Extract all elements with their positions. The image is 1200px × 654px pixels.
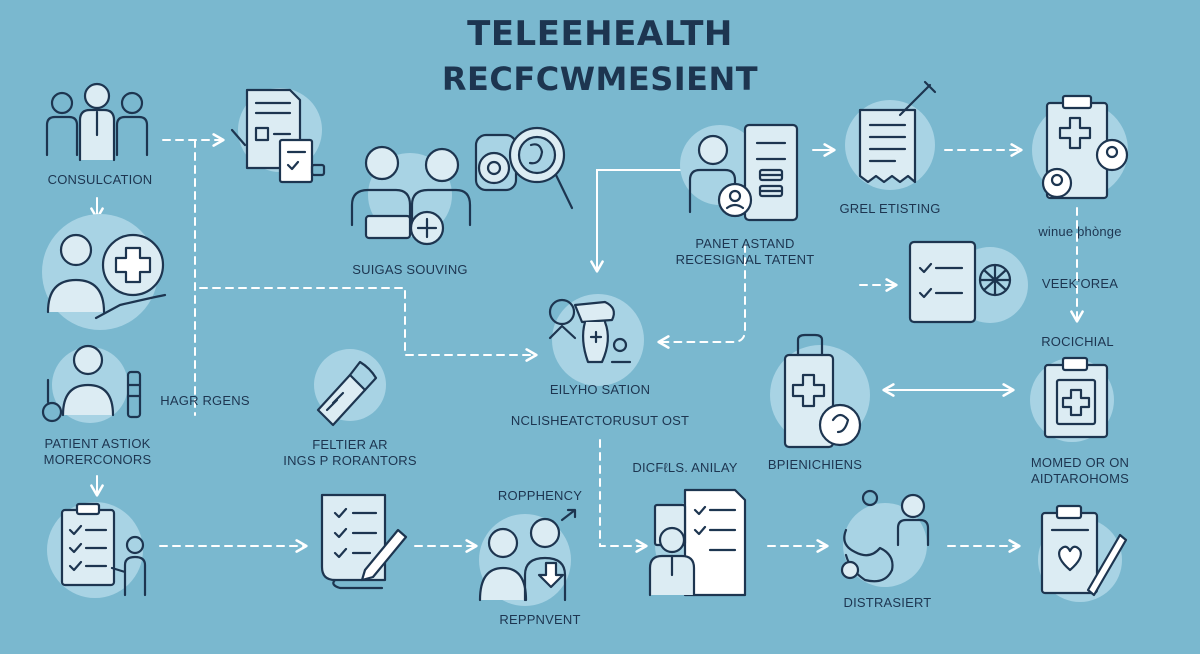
label-dicfels-anilay: DICFℓLS. ANILAY: [632, 460, 738, 475]
label-panet-astand-line1: PANET ASTAND: [695, 236, 795, 251]
checklist-person-icon: [47, 502, 147, 598]
label-hagr-rgens: HAGR RGENS: [160, 393, 250, 408]
label-patient-astiok: PATIENT ASTIOK MORERCONORS: [20, 436, 175, 468]
label-veekorea: VEEK’OREA: [1041, 276, 1119, 291]
document-worker-icon: [648, 488, 747, 597]
label-bpienichiens: BPIENICHIENS: [767, 457, 863, 472]
label-ropphency: ROPPHENCY: [497, 488, 583, 503]
label-grel-etisting: GREL ETISTING: [839, 201, 941, 216]
label-feltier-line2: INGS P RORANTORS: [283, 453, 417, 468]
label-suigas-souving: SUIGAS SOUVING: [352, 262, 468, 277]
arrow-panel-to-center: [590, 169, 686, 273]
doctor-patient-center-icon: [548, 294, 644, 386]
arrow-center-to-doc: [599, 439, 648, 553]
label-feltier: FELTIER AR INGS P RORANTORS: [275, 437, 425, 469]
document-form-icon: [230, 88, 326, 184]
magnifier-search-icon: [474, 126, 574, 210]
label-eilyho-sation: EILYHO SATION: [549, 382, 651, 397]
label-nclisheatctorusut: NCLISHEATCTORUSUT OST: [510, 413, 690, 428]
clipboard-doctor-icon: [1032, 94, 1129, 200]
distribution-people-icon: [840, 489, 930, 587]
label-panet-astand-line2: RECESIGNAL TATENT: [675, 252, 815, 267]
label-momed-line1: MOMED OR ON: [1030, 455, 1130, 470]
health-panel-icon: [680, 123, 799, 222]
diagram-title-line1: TELEEHEALTH: [467, 14, 733, 54]
label-patient-astiok-line2: MORERCONORS: [43, 452, 152, 467]
doctors-pair-icon: [350, 145, 472, 246]
syringe-vaccine-icon: [314, 349, 386, 427]
medical-bag-icon: [770, 333, 870, 449]
tablet-checklist-icon: [908, 240, 1028, 324]
label-winue-honge: winue þhònge: [1038, 224, 1122, 239]
people-group-icon: [45, 82, 149, 162]
connectors: [90, 133, 1084, 553]
clipboard-heart-icon: [1038, 504, 1128, 602]
patient-monitor-icon: [41, 344, 142, 423]
label-feltier-line1: FELTIER AR: [312, 437, 388, 452]
arrow-panel-down-to-center: [657, 244, 746, 349]
receipt-pen-icon: [845, 80, 937, 190]
report-pencil-icon: [320, 493, 408, 590]
clipboard-cross-icon: [1030, 356, 1114, 442]
label-consulcation: CONSULCATION: [47, 172, 153, 187]
arrow-mid-to-center: [199, 287, 538, 362]
label-momed-line2: AIDTAROHOMS: [1030, 471, 1130, 486]
label-panet-astand: PANET ASTAND RECESIGNAL TATENT: [665, 236, 825, 268]
label-rocichial: ROCICHIAL: [1041, 334, 1114, 349]
label-reppnvent: REPPNVENT: [499, 612, 581, 627]
family-people-icon: [478, 508, 577, 606]
diagram-title-line2: RECFCWMESIENT: [441, 60, 759, 98]
label-distrasiert: DISTRASIERT: [843, 595, 932, 610]
label-patient-astiok-line1: PATIENT ASTIOK: [44, 436, 151, 451]
doctor-care-icon: [42, 214, 167, 330]
label-momed-or-on: MOMED OR ON AIDTAROHOMS: [1010, 455, 1150, 487]
